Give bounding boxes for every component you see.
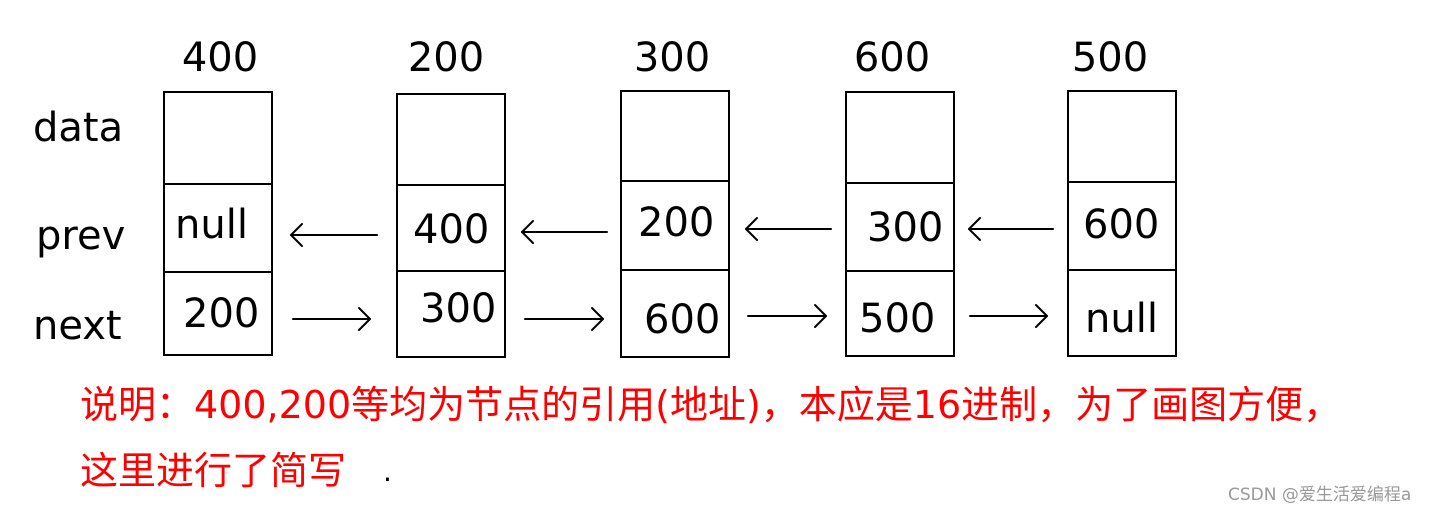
node-3: 200 600 bbox=[620, 90, 730, 358]
node-5-prev-cell: 600 bbox=[1069, 181, 1175, 269]
node-2-prev-cell: 400 bbox=[398, 184, 504, 270]
node-5: 600 null bbox=[1067, 90, 1177, 357]
prev-arrow-2-to-1 bbox=[290, 223, 378, 247]
node-1-next: 200 bbox=[183, 291, 260, 337]
prev-arrow-3-to-2 bbox=[521, 220, 608, 244]
node-4-next-cell: 500 bbox=[847, 270, 953, 355]
node-address-4: 600 bbox=[853, 35, 931, 81]
row-label-data: data bbox=[33, 105, 124, 151]
node-2-next: 300 bbox=[420, 286, 497, 332]
note-line-2: 这里进行了简写 bbox=[80, 449, 347, 493]
node-5-prev: 600 bbox=[1083, 202, 1160, 248]
row-label-next: next bbox=[33, 303, 122, 349]
node-3-prev: 200 bbox=[638, 200, 715, 246]
node-4: 300 500 bbox=[845, 91, 955, 357]
node-address-5: 500 bbox=[1071, 35, 1149, 81]
note-line-1: 说明：400,200等均为节点的引用(地址)，本应是16进制，为了画图方便， bbox=[80, 383, 1342, 427]
node-4-next: 500 bbox=[859, 296, 936, 342]
node-5-next: null bbox=[1085, 296, 1158, 342]
node-4-prev-cell: 300 bbox=[847, 182, 953, 270]
prev-arrow-5-to-4 bbox=[968, 217, 1054, 241]
node-2-next-cell: 300 bbox=[398, 270, 504, 356]
next-arrow-2-to-3 bbox=[524, 307, 604, 331]
node-3-prev-cell: 200 bbox=[622, 180, 728, 269]
watermark: CSDN @爱生活爱编程a bbox=[1228, 485, 1412, 505]
prev-arrow-4-to-3 bbox=[745, 217, 832, 241]
next-arrow-4-to-5 bbox=[969, 304, 1048, 328]
node-address-3: 300 bbox=[633, 35, 711, 81]
node-address-1: 400 bbox=[181, 35, 259, 81]
note-trailing-dot: . bbox=[383, 455, 392, 488]
node-3-next-cell: 600 bbox=[622, 269, 728, 356]
node-1-prev: null bbox=[175, 202, 248, 248]
node-4-prev: 300 bbox=[867, 205, 944, 251]
next-arrow-3-to-4 bbox=[747, 304, 827, 328]
node-2: 400 300 bbox=[396, 93, 506, 358]
node-address-2: 200 bbox=[407, 35, 485, 81]
node-1-prev-cell: null bbox=[165, 183, 271, 271]
next-arrow-1-to-2 bbox=[292, 307, 371, 331]
node-3-next: 600 bbox=[644, 297, 721, 343]
node-2-prev: 400 bbox=[413, 207, 490, 253]
node-1: null 200 bbox=[163, 91, 273, 356]
node-1-next-cell: 200 bbox=[165, 271, 271, 354]
node-5-next-cell: null bbox=[1069, 269, 1175, 355]
row-label-prev: prev bbox=[36, 213, 126, 259]
